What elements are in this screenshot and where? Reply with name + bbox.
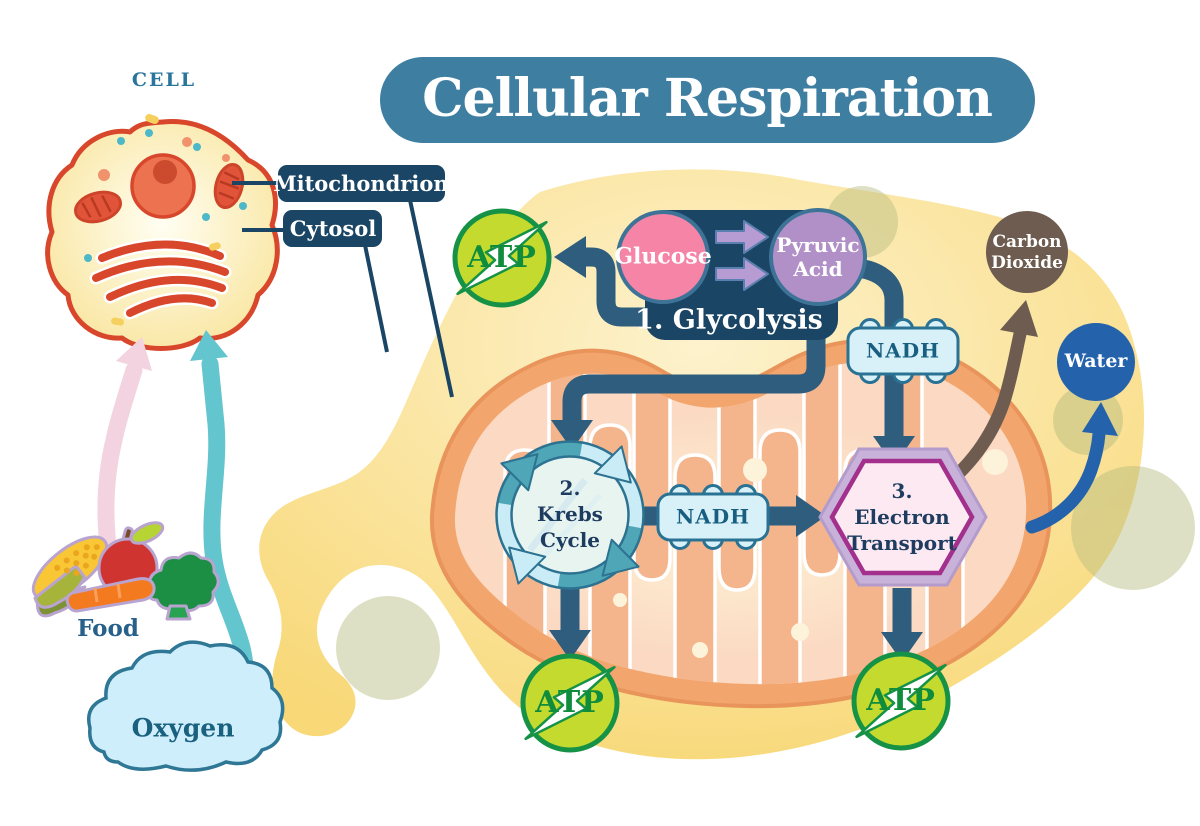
arrow-glycolysis-to-krebs (562, 336, 826, 422)
carrot (65, 577, 156, 613)
apple (97, 521, 165, 599)
arrow-to-water (1025, 402, 1118, 534)
process-arrows (560, 247, 912, 632)
oxygen-cloud (87, 640, 285, 772)
oxygen-arrow (201, 355, 254, 699)
callout-lines (232, 181, 454, 398)
endoplasmic-reticulum (89, 238, 232, 320)
cytosol-spots (336, 186, 1195, 700)
glucose-circle (616, 210, 710, 304)
nadh-badge-krebs (656, 484, 770, 550)
krebs-cycle-arrowheads (500, 445, 640, 585)
cell-illustration (45, 113, 280, 351)
title-banner (380, 57, 1035, 143)
mitochondrion-callout-box (278, 165, 445, 202)
cytosol-callout-box (283, 210, 382, 247)
nucleolus (153, 160, 177, 184)
cell-mitochondria (73, 162, 245, 224)
process-arrowheads (549, 236, 923, 662)
water-circle (1057, 323, 1135, 401)
arrow-glycolysis-to-atp (581, 247, 650, 327)
pyruvic-acid-circle (769, 208, 867, 306)
food-illustration (31, 521, 220, 621)
food-oxygen-arrows (97, 330, 254, 699)
broccoli (147, 551, 220, 621)
arrow-to-carbon-dioxide (935, 300, 1038, 495)
nucleus (130, 153, 196, 219)
glucose-to-pyruvic-chevrons (715, 220, 769, 291)
arrow-pyruvic-to-electron-transport (847, 256, 904, 438)
krebs-cycle-circle (495, 440, 645, 590)
electron-transport-hexagon (818, 447, 988, 587)
nadh-badge-glycolysis (846, 318, 960, 384)
carbon-dioxide-circle (986, 211, 1068, 293)
cell-granules (84, 113, 247, 326)
